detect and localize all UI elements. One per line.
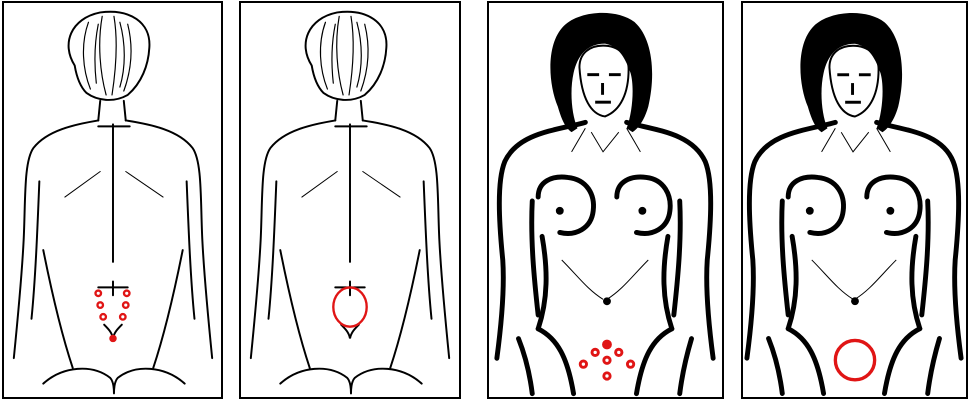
right-nipple: [638, 207, 646, 215]
left-eye: [587, 73, 599, 76]
front-figure: [489, 3, 722, 397]
acupoint-dot: [604, 341, 611, 348]
right-inner-arm: [922, 201, 928, 315]
acupoint-dot: [100, 314, 105, 319]
face-outline: [579, 46, 628, 117]
front-figure: [743, 3, 966, 397]
hair-outline: [306, 12, 387, 100]
rib-line: [812, 260, 896, 299]
hip-outline: [280, 250, 419, 368]
left-nipple: [556, 207, 564, 215]
treatment-area-circle: [835, 340, 874, 379]
back-view-circle-panel: [239, 1, 461, 399]
collarbone-lines: [572, 128, 641, 152]
neck: [98, 101, 125, 121]
hair-outline: [69, 12, 150, 100]
acupoint-dot: [604, 373, 610, 379]
right-eye: [609, 73, 621, 76]
front-view-circle-panel: [741, 1, 968, 399]
face-outline: [829, 46, 878, 117]
acupoint-dot: [120, 314, 125, 319]
hair: [800, 13, 902, 132]
thigh-outer-right: [680, 339, 692, 394]
collarbone-lines: [822, 128, 891, 152]
fine-lines: [812, 128, 896, 299]
waist-right: [664, 236, 672, 328]
pelvis-right: [884, 329, 919, 394]
neck: [335, 101, 362, 121]
right-breast: [617, 177, 670, 233]
acupoint-dot: [592, 349, 598, 355]
navel: [851, 297, 859, 305]
nose: [851, 83, 854, 95]
left-nipple: [806, 207, 814, 215]
left-inner-arm: [532, 201, 538, 315]
navel: [603, 297, 611, 305]
hair-strands: [83, 16, 131, 95]
mouth: [845, 101, 861, 104]
nose: [601, 83, 604, 95]
acupoint-dot: [110, 336, 115, 341]
acupoint-dot: [580, 361, 586, 367]
acupoint-dot: [124, 291, 129, 296]
hair: [550, 13, 652, 132]
mouth: [595, 101, 611, 104]
right-nipple: [886, 207, 894, 215]
left-breast: [538, 177, 593, 233]
acupoint-markers: [580, 341, 633, 379]
right-inner-arm: [674, 201, 680, 315]
thigh-outer-right: [928, 339, 940, 394]
buttocks: [280, 369, 421, 394]
acupoint-dot: [123, 302, 128, 307]
acupoint-dot: [627, 361, 633, 367]
hip-outline: [43, 250, 182, 368]
left-breast: [788, 177, 843, 233]
hair-strands: [320, 16, 368, 95]
pelvis-left: [538, 329, 573, 394]
back-view-points-panel: [2, 1, 223, 399]
front-view-points-panel: [487, 1, 724, 399]
rib-line: [562, 260, 649, 299]
left-inner-arm: [782, 201, 788, 315]
thigh-outer-left: [518, 339, 532, 394]
acupoint-dot: [96, 291, 101, 296]
thigh-outer-left: [769, 339, 783, 394]
acupoint-dot: [616, 349, 622, 355]
scapula-lines: [302, 172, 400, 198]
acupoint-dot: [604, 357, 610, 363]
buttocks: [43, 369, 184, 394]
acupoint-dot: [97, 302, 102, 307]
left-eye: [837, 73, 849, 76]
waist-right: [912, 236, 920, 328]
fine-lines: [562, 128, 649, 299]
back-figure: [241, 3, 459, 397]
pelvis-left: [788, 329, 823, 394]
back-figure: [4, 3, 221, 397]
right-eye: [859, 73, 871, 76]
pelvis-right: [636, 329, 671, 394]
right-breast: [867, 177, 920, 233]
acupoint-markers: [96, 291, 130, 341]
